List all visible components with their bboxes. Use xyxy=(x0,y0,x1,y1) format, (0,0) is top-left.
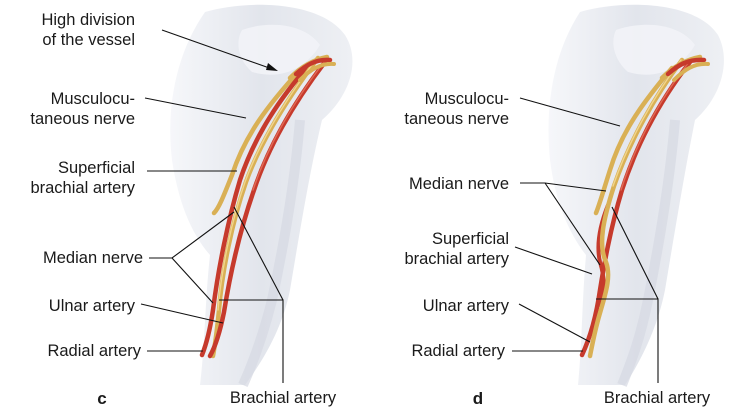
label-radial-d: Radial artery xyxy=(411,342,505,360)
panel-d: Musculocu- taneous nerve Median nerve Su… xyxy=(404,5,724,408)
label-brachial: Brachial artery xyxy=(230,389,337,407)
label-median-d: Median nerve xyxy=(409,175,509,193)
label-high-division-l2: of the vessel xyxy=(42,31,135,49)
label-ulnar-d: Ulnar artery xyxy=(423,297,510,315)
label-musculocutaneous-l2-d: taneous nerve xyxy=(404,110,509,128)
label-radial: Radial artery xyxy=(47,342,141,360)
label-superficial-l2: brachial artery xyxy=(30,179,135,197)
panel-letter-d: d xyxy=(473,389,483,408)
label-musculocutaneous-l1-d: Musculocu- xyxy=(425,90,509,108)
label-superficial-l2-d: brachial artery xyxy=(404,250,509,268)
label-ulnar: Ulnar artery xyxy=(49,297,136,315)
label-high-division-l1: High division xyxy=(41,11,135,29)
panel-letter-c: c xyxy=(97,389,106,408)
label-superficial-l1-d: Superficial xyxy=(432,230,509,248)
label-musculocutaneous-l2: taneous nerve xyxy=(30,110,135,128)
label-median: Median nerve xyxy=(43,249,143,267)
label-superficial-l1: Superficial xyxy=(58,159,135,177)
label-brachial-d: Brachial artery xyxy=(604,389,711,407)
label-musculocutaneous-l1: Musculocu- xyxy=(51,90,135,108)
panel-c: High division of the vessel Musculocu- t… xyxy=(30,5,352,408)
